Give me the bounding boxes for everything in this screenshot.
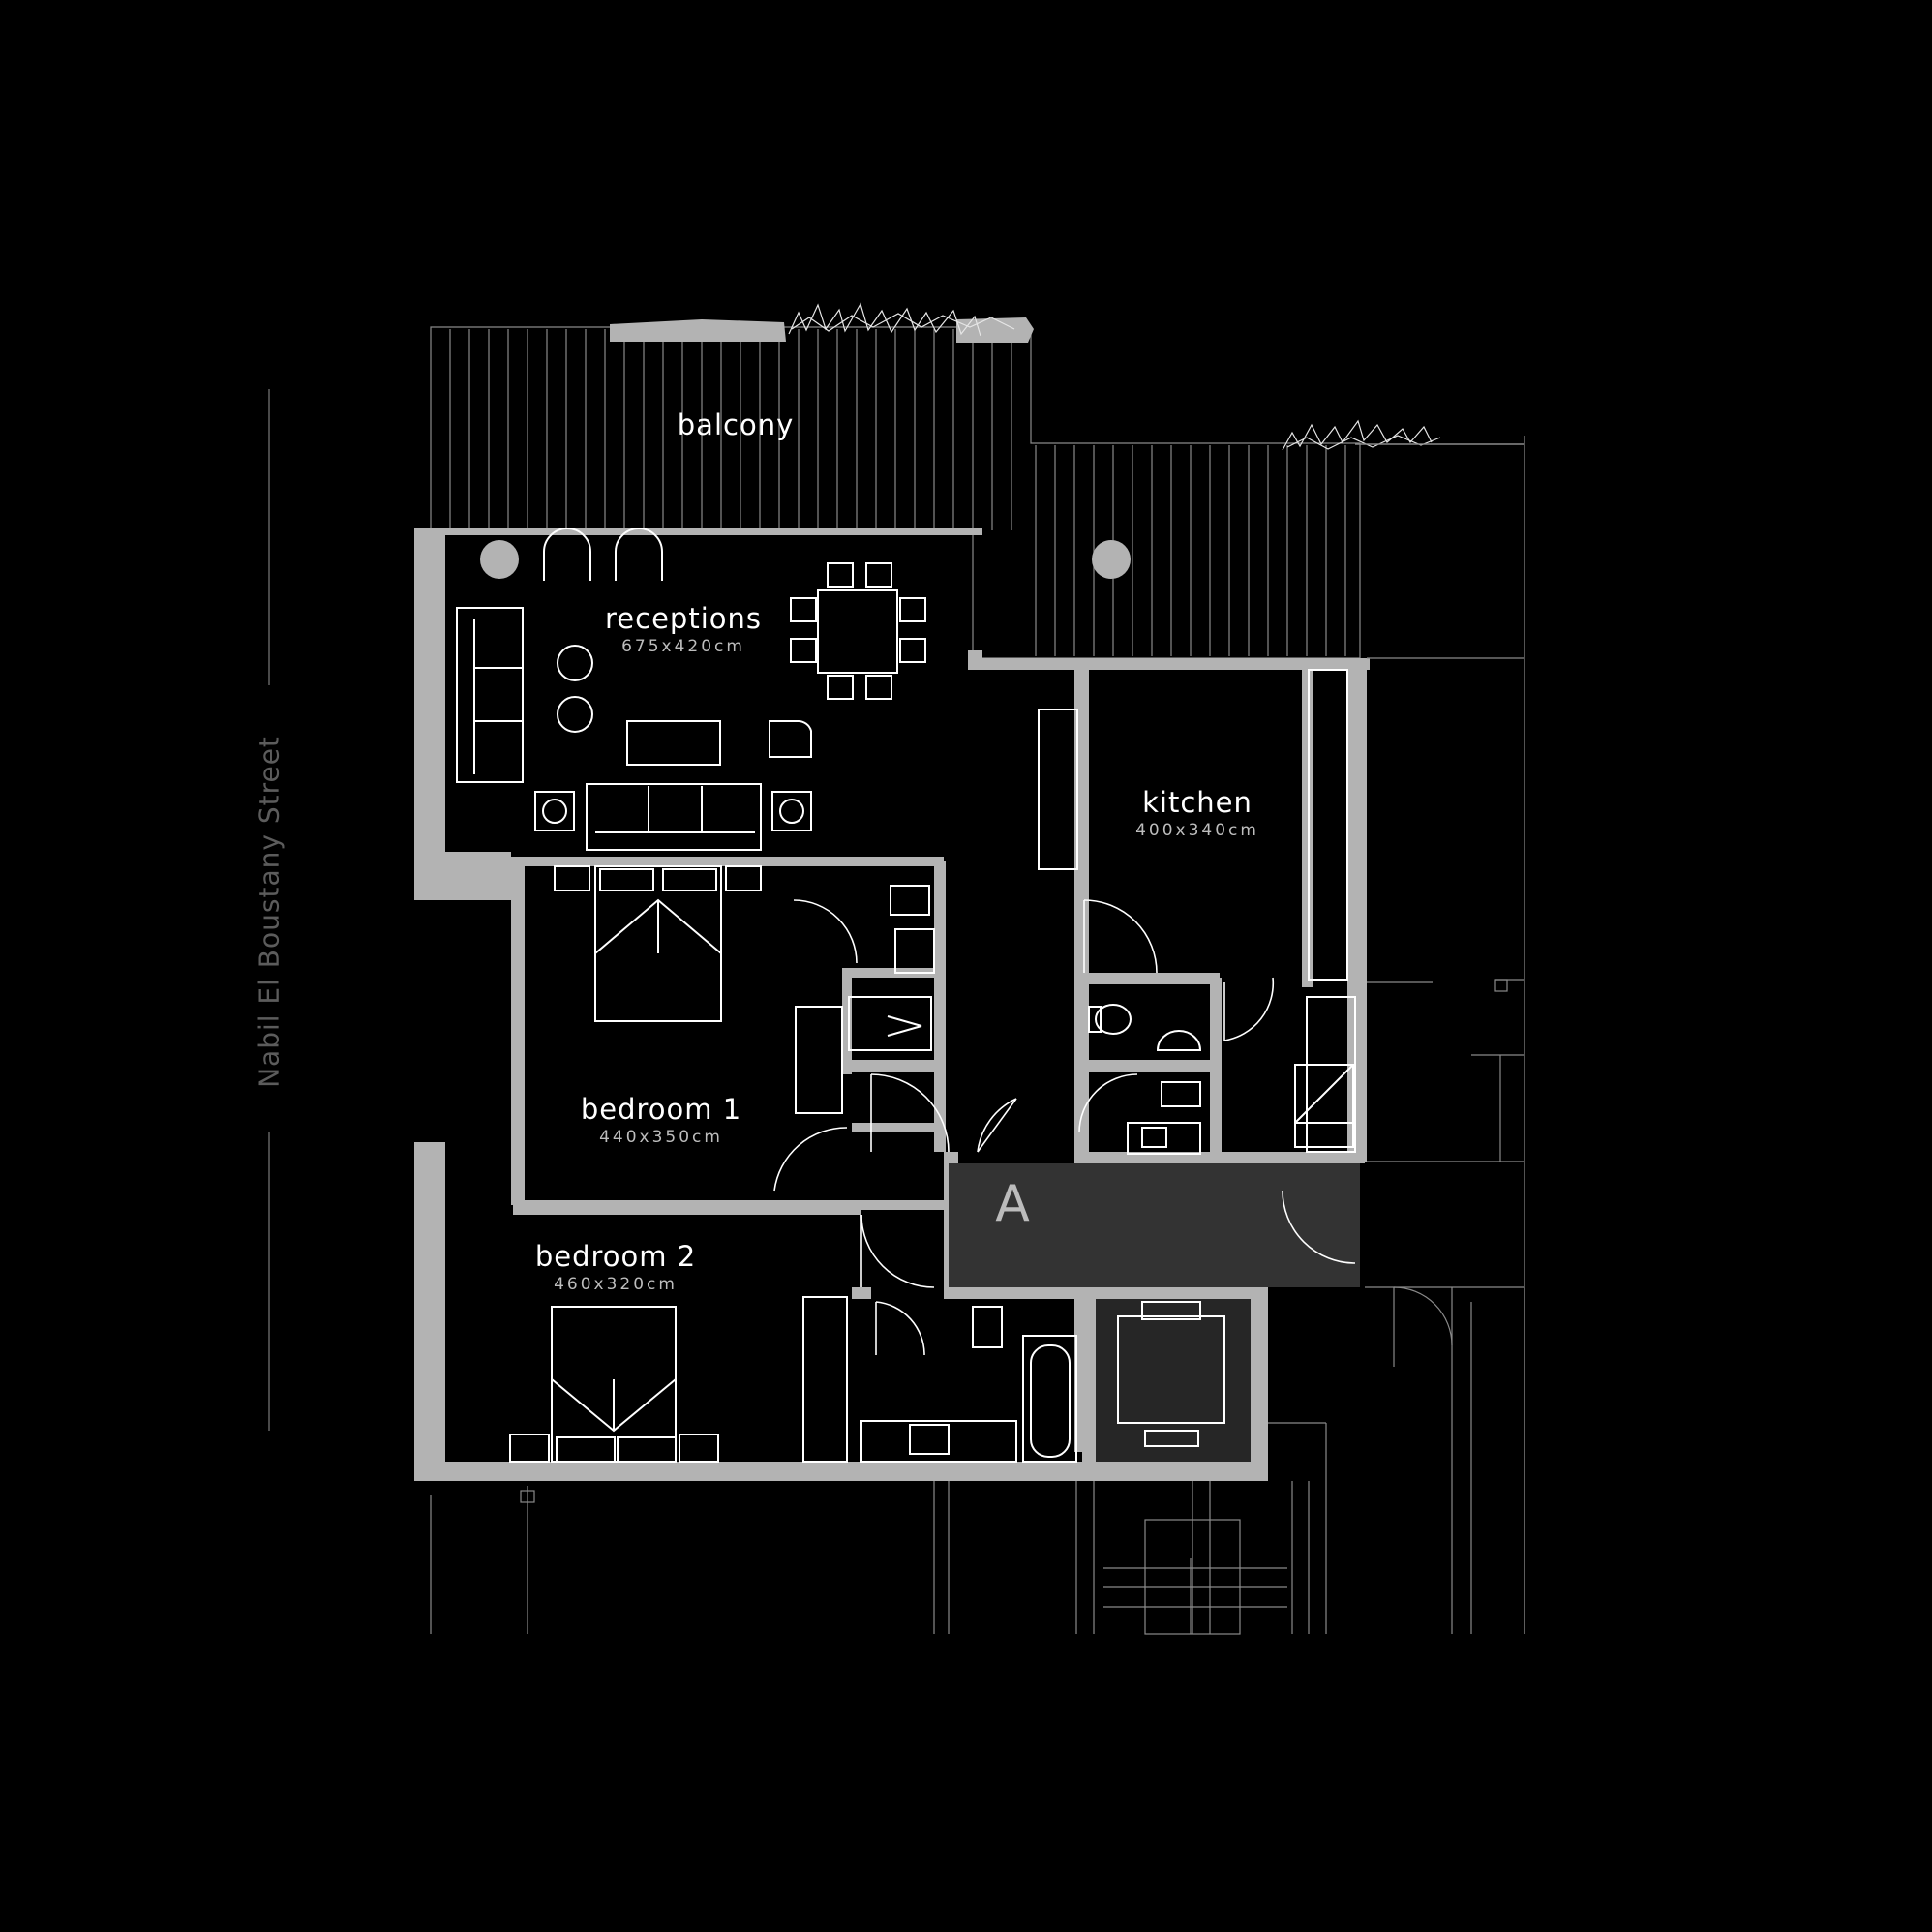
room-label-receptions: receptions xyxy=(605,602,762,635)
room-size-bedroom-2: 460x320cm xyxy=(554,1275,678,1294)
lift-car xyxy=(1117,1301,1225,1447)
bedroom2-furniture xyxy=(509,1296,848,1463)
bedroom1-furniture xyxy=(554,865,843,1114)
room-size-receptions: 675x420cm xyxy=(621,637,745,656)
room-label-bedroom-2: bedroom 2 xyxy=(534,1240,697,1273)
pot-plants xyxy=(480,540,1131,579)
room-label-bedroom-1: bedroom 1 xyxy=(580,1093,742,1126)
unit-label: A xyxy=(995,1175,1030,1233)
unit-a-entry-fill xyxy=(949,1163,1360,1287)
bathroom-fixtures xyxy=(848,885,1202,1463)
room-label-balcony: balcony xyxy=(677,408,795,441)
kitchen-fixtures xyxy=(1294,669,1356,1153)
balcony-deck xyxy=(430,326,1361,659)
room-label-kitchen: kitchen xyxy=(1142,786,1253,819)
door-swings xyxy=(773,899,1356,1356)
planter-boxes xyxy=(610,317,1034,343)
room-size-bedroom-1: 440x350cm xyxy=(599,1128,723,1147)
room-size-kitchen: 400x340cm xyxy=(1135,821,1259,840)
plants xyxy=(788,302,1441,451)
adjacent-outline xyxy=(430,436,1525,1635)
street-name: Nabil El Boustany Street xyxy=(253,736,286,1088)
reception-furniture xyxy=(456,528,1078,870)
